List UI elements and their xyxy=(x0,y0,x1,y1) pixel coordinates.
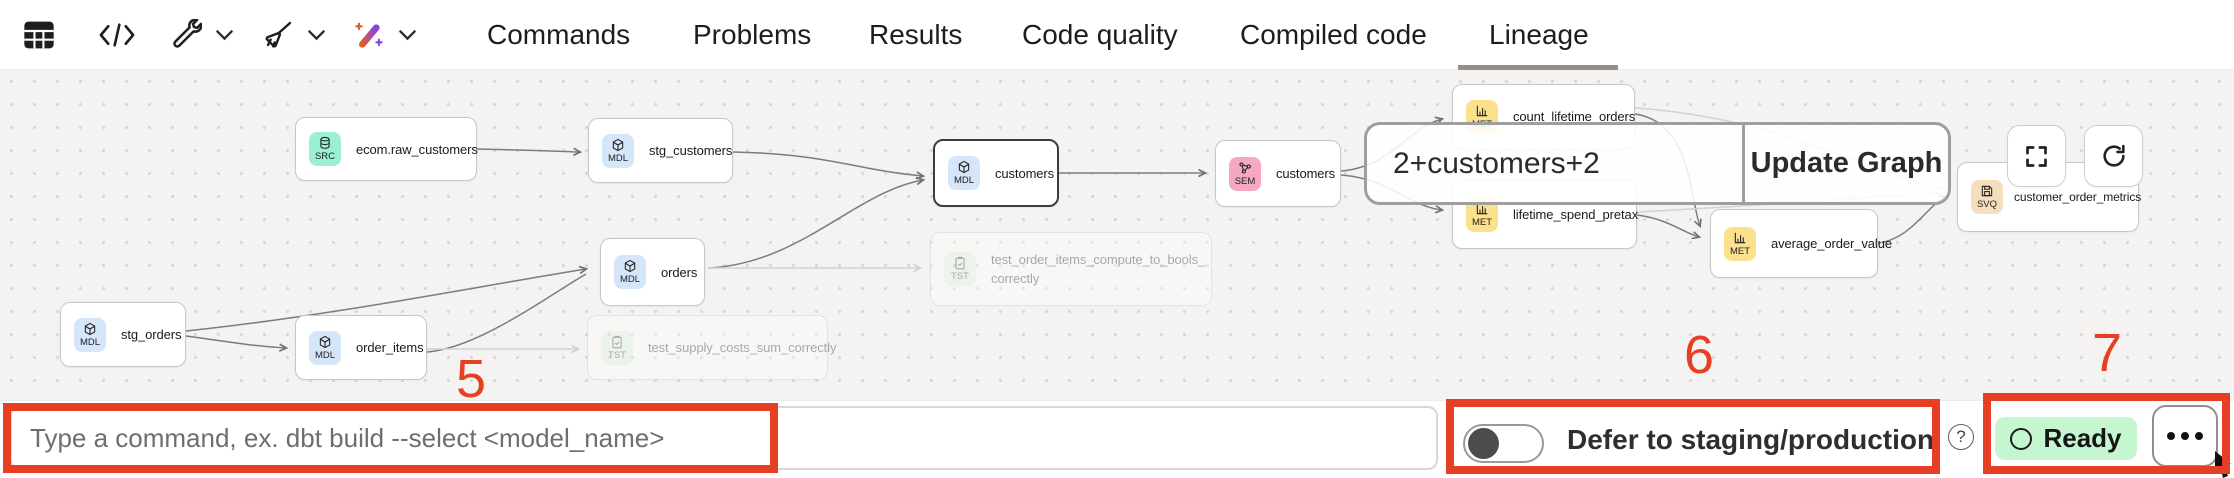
node-orders[interactable]: MDL orders xyxy=(600,238,705,306)
model-badge: MDL xyxy=(602,133,634,168)
status-ready-button[interactable]: Ready xyxy=(1995,417,2137,460)
tab-code-quality[interactable]: Code quality xyxy=(1022,19,1178,50)
clipboard-check-icon xyxy=(955,257,965,270)
chevron-down-icon[interactable] xyxy=(398,0,417,70)
node-label: average_order_value xyxy=(1771,236,1892,251)
ellipsis-icon xyxy=(2181,432,2189,440)
metric-badge: MET xyxy=(1724,226,1756,261)
node-label: count_lifetime_orders xyxy=(1513,109,1636,124)
node-stg-orders[interactable]: MDL stg_orders xyxy=(60,302,186,367)
model-badge: MDL xyxy=(74,317,106,352)
code-icon[interactable] xyxy=(98,0,136,70)
refresh-button[interactable] xyxy=(2084,125,2143,187)
fullscreen-icon xyxy=(2026,145,2047,167)
tab-lineage[interactable]: Lineage xyxy=(1458,0,1618,70)
help-icon[interactable]: ? xyxy=(1948,424,1974,450)
node-customers-model[interactable]: MDL customers xyxy=(933,139,1059,207)
test-badge: TST xyxy=(944,252,976,286)
defer-toggle[interactable] xyxy=(1463,424,1544,463)
badge-label: MDL xyxy=(79,336,101,348)
test-badge: TST xyxy=(601,330,633,365)
tab-commands[interactable]: Commands xyxy=(487,19,631,50)
lineage-selector: 2+customers+2 Update Graph xyxy=(1364,122,1951,205)
ellipsis-icon xyxy=(2167,432,2175,440)
clipboard-check-icon xyxy=(612,335,622,349)
badge-label: MET xyxy=(1729,245,1751,257)
node-average-order-value[interactable]: MET average_order_value xyxy=(1710,209,1892,278)
command-input[interactable] xyxy=(10,406,1438,470)
badge-label: SVQ xyxy=(1976,199,1998,211)
cube-icon xyxy=(84,322,96,335)
badge-label: TST xyxy=(608,349,626,361)
node-label: customer_order_metrics xyxy=(2014,190,2142,204)
top-toolbar: Commands Problems Results Code quality C… xyxy=(0,0,2234,70)
source-badge: SRC xyxy=(309,132,341,166)
bar-chart-icon xyxy=(1476,203,1488,214)
cube-icon xyxy=(958,161,970,174)
node-label: orders xyxy=(661,264,698,280)
wrench-icon[interactable] xyxy=(170,0,202,70)
node-label: lifetime_spend_pretax xyxy=(1513,207,1639,222)
model-badge: MDL xyxy=(948,156,980,190)
more-menu-button[interactable] xyxy=(2152,405,2218,467)
broom-icon[interactable] xyxy=(262,0,294,70)
node-label: test_supply_costs_sum_correctly xyxy=(648,340,837,355)
node-label: test_order_items_compute_to_bools_correc… xyxy=(991,251,1206,287)
badge-label: MDL xyxy=(607,152,629,164)
badge-label: MDL xyxy=(953,175,975,187)
chevron-down-icon[interactable] xyxy=(215,0,234,70)
status-circle-icon xyxy=(2010,427,2033,450)
badge-label: MDL xyxy=(619,274,641,286)
fullscreen-button[interactable] xyxy=(2007,125,2066,187)
bar-chart-icon xyxy=(1476,105,1488,116)
node-label: order_items xyxy=(356,340,424,355)
badge-label: SRC xyxy=(314,151,336,163)
node-test-order-items[interactable]: TST test_order_items_compute_to_bools_co… xyxy=(930,232,1212,306)
floppy-disk-icon xyxy=(1981,186,1993,197)
refresh-icon xyxy=(2102,144,2125,167)
node-ecom-raw-customers[interactable]: SRC ecom.raw_customers xyxy=(295,117,478,181)
node-customers-semantic[interactable]: SEM customers xyxy=(1215,140,1341,207)
share-nodes-icon xyxy=(1239,162,1251,174)
lineage-canvas[interactable]: SRC ecom.raw_customers MDL stg_customers… xyxy=(0,70,2234,400)
badge-label: SEM xyxy=(1234,175,1256,187)
tab-results[interactable]: Results xyxy=(869,19,963,50)
node-stg-customers[interactable]: MDL stg_customers xyxy=(588,118,733,183)
chevron-down-icon[interactable] xyxy=(307,0,326,70)
node-test-supply-costs[interactable]: TST test_supply_costs_sum_correctly xyxy=(587,315,836,380)
selector-input[interactable]: 2+customers+2 xyxy=(1393,146,1600,180)
database-icon xyxy=(320,137,330,150)
node-label: ecom.raw_customers xyxy=(356,141,478,157)
ellipsis-icon xyxy=(2195,432,2203,440)
badge-label: MDL xyxy=(314,349,336,361)
table-icon[interactable] xyxy=(22,0,56,70)
tab-problems[interactable]: Problems xyxy=(693,19,812,50)
status-label: Ready xyxy=(2043,423,2122,453)
tab-compiled-code[interactable]: Compiled code xyxy=(1240,19,1427,50)
node-label: customers xyxy=(995,165,1055,181)
toggle-knob xyxy=(1468,428,1499,459)
magic-wand-icon[interactable] xyxy=(352,0,386,70)
semantic-badge: SEM xyxy=(1229,156,1261,191)
cube-icon xyxy=(319,335,331,348)
cube-icon xyxy=(612,138,624,151)
saved-query-badge: SVQ xyxy=(1971,180,2003,214)
model-badge: MDL xyxy=(614,255,646,289)
node-label: stg_orders xyxy=(121,327,182,342)
defer-label: Defer to staging/production xyxy=(1567,424,1935,455)
badge-label: MET xyxy=(1471,216,1493,228)
update-graph-button[interactable]: Update Graph xyxy=(1742,125,1948,202)
cube-icon xyxy=(624,260,636,273)
badge-label: TST xyxy=(951,271,969,283)
node-label: stg_customers xyxy=(649,143,733,158)
model-badge: MDL xyxy=(309,330,341,365)
bar-chart-icon xyxy=(1734,232,1746,243)
node-order-items[interactable]: MDL order_items xyxy=(295,315,427,380)
node-label: customers xyxy=(1276,166,1336,181)
